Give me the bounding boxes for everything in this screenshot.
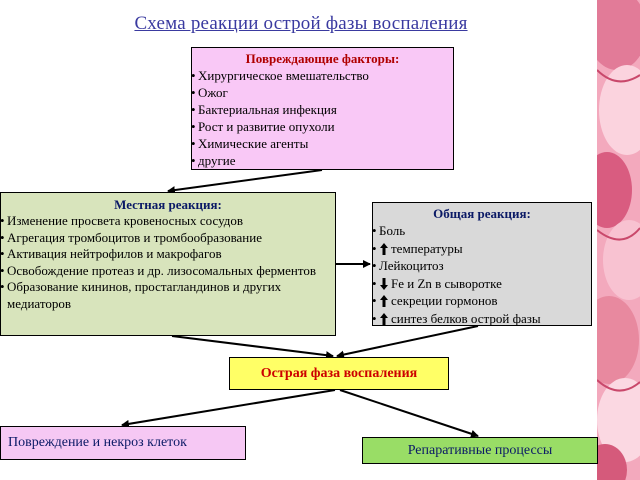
list-item: секреции гормонов xyxy=(372,292,591,310)
general-reaction-box: Общая реакция: Боль температурыЛейкоцитоз… xyxy=(372,202,592,328)
damaging-factors-box: Повреждающие факторы: Хирургическое вмеш… xyxy=(191,47,454,170)
list-item: Агрегация тромбоцитов и тромбообразовани… xyxy=(0,230,335,247)
list-item: Лейкоцитоз xyxy=(372,257,591,275)
list-item: Ожог xyxy=(191,84,453,101)
general-reaction-item-text: температуры xyxy=(391,240,463,256)
diagram-title: Схема реакции острой фазы воспаления xyxy=(134,13,468,34)
list-item: другие xyxy=(191,152,453,169)
list-item: температуры xyxy=(372,240,591,258)
list-item: Рост и развитие опухоли xyxy=(191,118,453,135)
general-reaction-item-text: Fe и Zn в сыворотке xyxy=(391,275,502,291)
arrow-acute-to-damage xyxy=(121,389,336,428)
damaging-factors-heading: Повреждающие факторы: xyxy=(245,51,400,66)
list-item: Боль xyxy=(372,222,591,240)
cell-damage-box: Повреждение и некроз клеток xyxy=(0,426,246,460)
local-reaction-heading: Местная реакция: xyxy=(114,197,222,212)
arrow-factors-to-local xyxy=(167,169,323,195)
flower-decoration xyxy=(597,0,640,480)
local-reaction-box: Местная реакция: Изменение просвета кров… xyxy=(0,192,336,336)
general-reaction-item-text: Боль xyxy=(379,223,406,238)
local-reaction-list: Изменение просвета кровеносных сосудов А… xyxy=(0,213,335,312)
general-reaction-heading: Общая реакция: xyxy=(433,206,531,221)
list-item: Бактериальная инфекция xyxy=(191,101,453,118)
arrow-general-to-acute xyxy=(336,325,479,359)
list-item: Химические агенты xyxy=(191,135,453,152)
general-reaction-list: Боль температурыЛейкоцитоз Fe и Zn в сывор… xyxy=(372,222,591,328)
list-item: Хирургическое вмешательство xyxy=(191,67,453,84)
list-item: Активация нейтрофилов и макрофагов xyxy=(0,246,335,263)
general-reaction-item-text: Лейкоцитоз xyxy=(379,258,444,273)
list-item: Изменение просвета кровеносных сосудов xyxy=(0,213,335,230)
arrow-local-to-acute xyxy=(171,335,334,360)
list-item: Освобождение протеаз и др. лизосомальных… xyxy=(0,263,335,280)
general-reaction-item-text: секреции гормонов xyxy=(391,293,498,308)
arrow-acute-to-reparative xyxy=(339,389,479,438)
acute-phase-box: Острая фаза воспаления xyxy=(229,357,449,390)
list-item: Образование кининов, простагландинов и д… xyxy=(0,279,335,312)
general-reaction-item-text: синтез белков острой фазы xyxy=(391,310,541,326)
list-item: синтез белков острой фазы xyxy=(372,310,591,328)
damaging-factors-list: Хирургическое вмешательство Ожог Бактери… xyxy=(191,67,453,169)
list-item: Fe и Zn в сыворотке xyxy=(372,275,591,293)
reparative-processes-box: Репаративные процессы xyxy=(362,437,598,464)
